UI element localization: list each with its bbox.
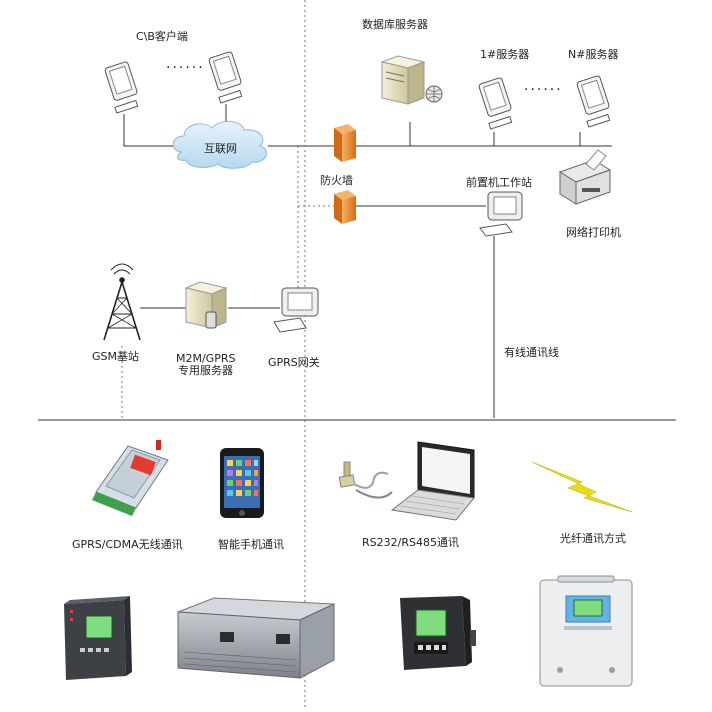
net-printer-label: 网络打印机 — [566, 226, 621, 239]
rs485-converter-icon — [338, 461, 393, 499]
serverN-monitor-icon — [576, 75, 611, 128]
m2m-server-label-1: M2M/GPRS — [176, 352, 236, 365]
laptop-icon — [390, 441, 475, 521]
rs232-485-label: RS232/RS485通讯 — [362, 536, 459, 549]
cb-client-label: C\B客户端 — [136, 30, 188, 43]
front-workstation-icon — [479, 191, 523, 237]
network-printer-icon — [558, 149, 612, 205]
smartphone-label: 智能手机通讯 — [218, 538, 284, 551]
server-ellipsis: ...... — [524, 78, 563, 94]
internet-label: 互联网 — [204, 142, 237, 155]
line-client-1-to-cloud — [123, 114, 178, 147]
gprs-cdma-label: GPRS/CDMA无线通讯 — [72, 538, 183, 551]
client-monitor-icon-2 — [208, 51, 243, 104]
connection-lines — [123, 104, 612, 418]
server-1-label: 1#服务器 — [480, 48, 530, 61]
fiber-lightning-icon — [531, 461, 633, 513]
m2m-server-label-2: 专用服务器 — [178, 364, 233, 377]
wall-mount-terminal-device — [539, 575, 633, 687]
m2m-server-icon — [184, 281, 228, 329]
server1-monitor-icon — [478, 77, 513, 130]
power-meter-device-1 — [64, 596, 132, 680]
gprs-module-icon — [92, 440, 169, 516]
smartphone-icon — [220, 448, 264, 518]
wired-comm-label: 有线通讯线 — [504, 346, 559, 359]
power-cabinet-device — [177, 597, 335, 679]
gsm-station-label: GSM基站 — [92, 350, 139, 363]
firewall-icon — [334, 124, 356, 162]
gprs-gateway-label: GPRS网关 — [268, 356, 320, 369]
firewall-label: 防火墙 — [320, 174, 353, 187]
dotted-lines — [121, 0, 334, 710]
gprs-gateway-icon — [273, 287, 319, 333]
client-ellipsis: ...... — [166, 56, 205, 72]
client-monitor-icon-1 — [104, 61, 139, 114]
firewall-icon-2 — [334, 190, 356, 224]
front-station-label: 前置机工作站 — [466, 176, 532, 189]
server-n-label: N#服务器 — [568, 48, 619, 61]
gsm-tower-icon — [103, 263, 141, 341]
power-meter-device-2 — [400, 596, 476, 670]
internet-cloud-icon — [172, 121, 267, 169]
db-server-label: 数据库服务器 — [362, 18, 428, 31]
fiber-label: 光纤通讯方式 — [560, 532, 626, 545]
database-server-icon — [380, 55, 443, 105]
